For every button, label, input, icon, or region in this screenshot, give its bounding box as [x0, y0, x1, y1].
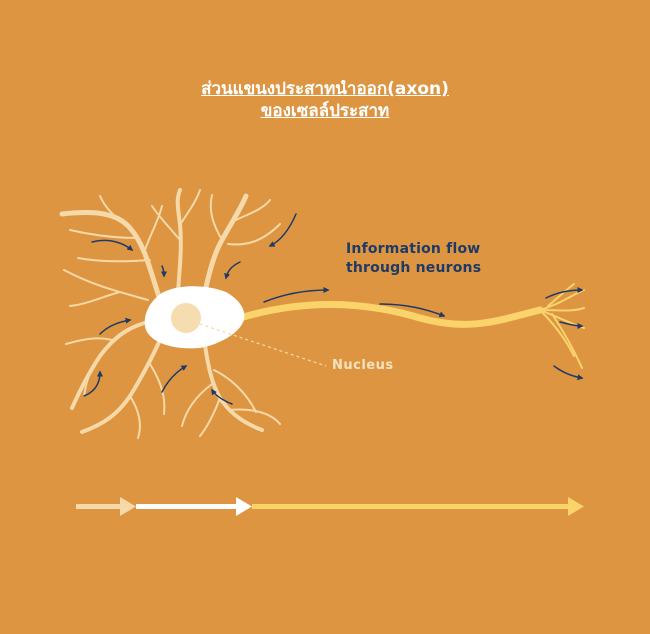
- diagram-title: ส่วนแขนงประสาทนำออก(axon) ของเซลล์ประสาท: [0, 78, 650, 122]
- flow-arrow-icon: [91, 239, 134, 251]
- flow-arrow-icon: [559, 321, 584, 329]
- dendrites: [59, 188, 281, 439]
- flow-arrow-icon: [224, 261, 241, 280]
- bar-cell-body-segment: [136, 504, 240, 509]
- information-flow-label: Information flow through neurons: [346, 240, 481, 278]
- flow-arrow-icon: [211, 388, 233, 405]
- flow-arrow-icon: [268, 213, 297, 247]
- title-line-1: ส่วนแขนงประสาทนำออก(axon): [201, 79, 449, 99]
- bar-axon-segment: [252, 504, 572, 509]
- flow-arrow-icon: [83, 370, 103, 397]
- axon: [236, 283, 585, 369]
- flow-arrow-icon: [263, 287, 330, 303]
- title-line-2: ของเซลล์ประสาท: [260, 101, 390, 121]
- flow-arrow-icon: [379, 303, 446, 318]
- flow-arrow-icon: [553, 365, 584, 381]
- flow-arrow-icon: [160, 265, 167, 278]
- nucleus-pointer-line: [193, 321, 327, 367]
- information-flow-line-2: through neurons: [346, 260, 482, 276]
- nucleus: [169, 301, 203, 335]
- bar-dendrite-segment: [76, 504, 126, 509]
- bar-dendrite-arrow-icon: [120, 497, 136, 516]
- information-flow-line-1: Information flow: [346, 241, 481, 257]
- flow-arrow-icon: [161, 365, 188, 393]
- flow-arrow-icon: [545, 287, 584, 299]
- bar-axon-arrow-icon: [568, 497, 584, 516]
- flow-direction-bar: [76, 497, 584, 516]
- flow-arrow-icon: [99, 317, 132, 335]
- bar-cell-body-arrow-icon: [236, 497, 252, 516]
- nucleus-label: Nucleus: [332, 358, 394, 373]
- flow-arrows: [83, 213, 584, 405]
